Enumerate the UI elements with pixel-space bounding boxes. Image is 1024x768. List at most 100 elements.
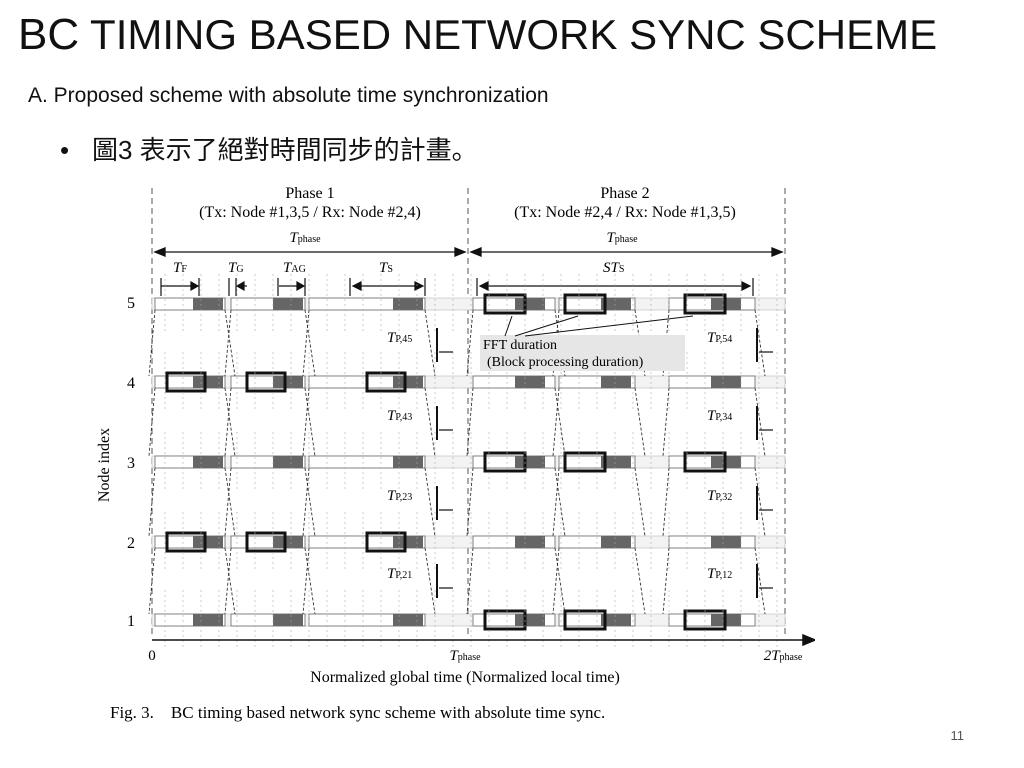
propagation-line [148,547,156,615]
propagation-line [552,467,560,537]
phase1-title: Phase 1 [285,185,334,202]
fft-window-box [365,531,407,553]
slot-dark-segment [273,614,303,626]
slot-dark-segment [273,298,303,310]
slot-dark-segment [601,298,631,310]
phase1-tphase: Tphase [289,230,321,246]
slot-dark-segment [273,536,303,548]
fft-window-box [165,531,207,553]
timing-diagram-svg: Phase 1 (Tx: Node #1,3,5 / Rx: Node #2,4… [96,185,815,722]
tp-label: TP,45 [387,330,412,346]
phase2-tphase: Tphase [606,230,638,246]
slot-dark-segment [393,376,423,388]
bullet-text: 圖3 表示了絕對時間同步的計畫。 [92,135,478,165]
propagation-line [224,309,236,377]
fft-window-box [245,371,287,393]
slot-dark-segment [515,376,545,388]
propagation-line [424,309,436,377]
top-timing-arrows [160,278,754,296]
propagation-line [754,467,766,537]
propagation-line [302,547,310,615]
x-axis [152,633,815,647]
x-tick-zero: 0 [148,648,156,664]
slot-dark-segment [515,456,545,468]
propagation-line [466,387,474,457]
propagation-line [224,547,232,615]
node-1-tick: 1 [127,613,135,630]
title-prefix: BC [18,10,80,59]
fft-window-box [563,293,607,315]
figure-caption: Fig. 3. BC timing based network sync sch… [110,703,605,722]
propagation-line [552,387,560,457]
fft-window-box [365,371,407,393]
tp-label: TP,43 [387,408,412,424]
slot-dark-segment [393,456,423,468]
slide-subtitle: A. Proposed scheme with absolute time sy… [28,84,549,107]
slot-dark-segment [601,614,631,626]
y-axis-label: Node index [96,428,113,502]
phase1-sub: (Tx: Node #1,3,5 / Rx: Node #2,4) [199,204,421,221]
phase2-sub: (Tx: Node #2,4 / Rx: Node #1,3,5) [514,204,736,221]
x-axis-label: Normalized global time (Normalized local… [310,669,620,686]
slot-dark-segment [393,614,423,626]
slot-dark-segment [193,376,223,388]
slot-dark-segment [273,376,303,388]
tp-label: TP,12 [707,566,732,582]
propagation-line [224,467,236,537]
slot-dark-segment [601,536,631,548]
node-rows [148,274,786,650]
propagation-line [554,467,566,537]
slot-dark-segment [515,298,545,310]
bullet-dot: • [60,135,70,165]
bullet-item: • 圖3 表示了絕對時間同步的計畫。 [60,130,478,167]
propagation-line [424,467,436,537]
propagation-line [754,547,766,615]
slot-dark-segment [515,614,545,626]
propagation-line [662,387,670,457]
fft-window-box [563,451,607,473]
propagation-line [554,547,566,615]
x-tick-end: 2Tphase [764,648,803,664]
propagation-line [302,467,310,537]
node-2-tick: 2 [127,535,135,552]
propagation-line [754,387,766,457]
fft-label-1: FFT duration [483,338,557,353]
propagation-line [224,387,236,457]
slot-dark-segment [193,536,223,548]
fft-label-2: (Block processing duration) [487,355,644,370]
title-rest: TIMING BASED NETWORK SYNC SCHEME [79,11,938,58]
propagation-line [552,547,560,615]
slot-dark-segment [711,376,741,388]
propagation-line [466,547,474,615]
propagation-line [634,387,646,457]
slot-dark-segment [273,456,303,468]
phase2-title: Phase 2 [600,185,649,202]
fft-annotation-box [480,335,685,371]
propagation-line [466,309,474,377]
propagation-line [224,547,236,615]
slot-dark-segment [193,298,223,310]
slot-dark-segment [515,536,545,548]
fft-window-box [563,609,607,631]
propagation-line [148,467,156,537]
sts-label: STS [603,260,624,276]
timing-diagram-figure: Phase 1 (Tx: Node #1,3,5 / Rx: Node #2,4… [95,180,815,730]
node-axis-ticks: 5 4 3 2 1 [127,295,135,630]
propagation-line [304,467,316,537]
propagation-line [662,547,670,615]
propagation-line [224,387,232,457]
slot-dark-segment [601,456,631,468]
slot-dark-segment [193,456,223,468]
slot-dark-segment [711,536,741,548]
node-3-tick: 3 [127,455,135,472]
propagation-line [304,547,316,615]
slot-dark-segment [393,536,423,548]
tg-label: TG [228,260,244,276]
tphase-arrows [153,247,784,257]
phase-dividers [151,188,786,635]
node-5-tick: 5 [127,295,135,312]
propagation-line [754,309,766,377]
tp-label: TP,21 [387,566,412,582]
propagation-line [304,387,316,457]
slot-dark-segment [193,614,223,626]
